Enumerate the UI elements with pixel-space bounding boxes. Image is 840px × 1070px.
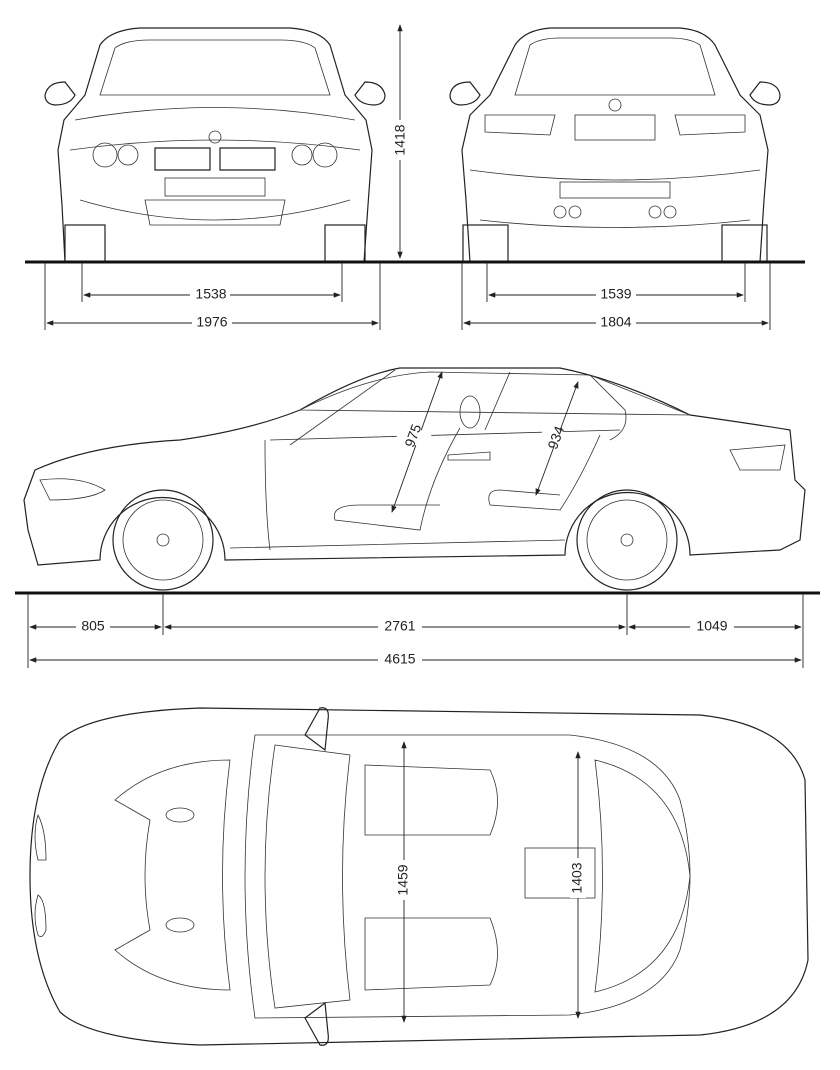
right-mirror bbox=[354, 81, 386, 106]
rear-shoulder-label: 1403 bbox=[569, 862, 585, 893]
front-headroom-label: 975 bbox=[401, 422, 424, 450]
length-label: 4615 bbox=[384, 651, 415, 667]
front-track-label: 1538 bbox=[195, 286, 226, 302]
side-view: 975 934 bbox=[23, 367, 806, 591]
kidney-grille bbox=[154, 147, 276, 171]
front-overhang-label: 805 bbox=[81, 618, 105, 634]
front-width-label: 1976 bbox=[196, 314, 227, 330]
rear-overhang-label: 1049 bbox=[696, 618, 727, 634]
front-shoulder-label: 1459 bbox=[395, 864, 411, 895]
rear-dimensions: 1539 1804 bbox=[461, 262, 771, 331]
wheelbase-label: 2761 bbox=[384, 618, 415, 634]
side-dimensions: 805 2761 1049 4615 bbox=[27, 593, 804, 668]
top-view: 1459 1403 bbox=[29, 707, 809, 1046]
rear-headroom-label: 934 bbox=[544, 424, 567, 452]
rear-view bbox=[449, 27, 781, 263]
left-mirror bbox=[44, 81, 76, 106]
front-view bbox=[44, 27, 386, 263]
rear-track-label: 1539 bbox=[600, 286, 631, 302]
front-dimensions: 1418 1538 1976 bbox=[44, 24, 409, 331]
rear-width-label: 1804 bbox=[600, 314, 631, 330]
height-label: 1418 bbox=[392, 124, 408, 155]
